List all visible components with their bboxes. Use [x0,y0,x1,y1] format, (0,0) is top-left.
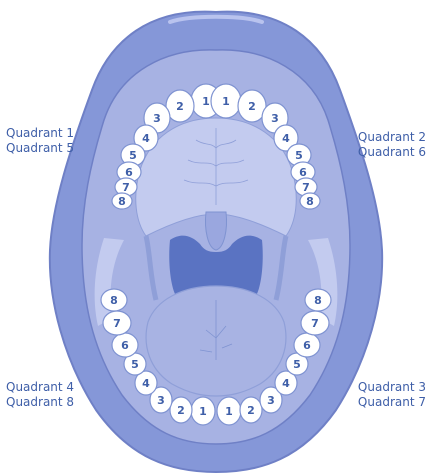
tooth-number: 6 [125,166,133,179]
tooth-number: 8 [110,294,118,307]
tooth-number: 2 [248,100,256,113]
tooth-number: 4 [282,377,290,390]
tooth-number: 5 [295,149,303,162]
tooth-number: 6 [303,339,311,352]
label-lower-right: Quadrant 3 Quadrant 7 [358,380,426,410]
tooth-number: 2 [176,100,184,113]
tooth-number: 5 [293,358,301,371]
tooth-number: 2 [177,404,185,417]
quadrant-label: Quadrant 5 [6,141,74,156]
tooth-number: 7 [302,181,310,194]
tooth-number: 8 [306,195,314,208]
quadrant-label: Quadrant 1 [6,126,74,141]
tooth-number: 1 [202,95,210,108]
tooth-number: 6 [299,166,307,179]
quadrant-label: Quadrant 4 [6,380,74,395]
quadrant-label: Quadrant 8 [6,395,74,410]
tooth-number: 1 [222,95,230,108]
tooth-number: 4 [142,132,150,145]
quadrant-label: Quadrant 2 [358,130,426,145]
label-upper-left: Quadrant 1 Quadrant 5 [6,126,74,156]
label-lower-left: Quadrant 4 Quadrant 8 [6,380,74,410]
quadrant-label: Quadrant 6 [358,145,426,160]
tooth-number: 3 [157,394,165,407]
tooth-number: 7 [311,317,319,330]
tooth-number: 6 [121,339,129,352]
tooth-number: 4 [282,132,290,145]
tooth-number: 4 [142,377,150,390]
tooth-number: 1 [225,405,233,418]
tooth-number: 7 [122,181,130,194]
tooth-number: 3 [267,394,275,407]
tooth-number: 2 [247,404,255,417]
tooth-number: 5 [131,358,139,371]
tooth-number: 1 [199,405,207,418]
tooth-number: 5 [129,149,137,162]
quadrant-label: Quadrant 3 [358,380,426,395]
label-upper-right: Quadrant 2 Quadrant 6 [358,130,426,160]
tooth-number: 8 [118,195,126,208]
tooth-number: 8 [314,294,322,307]
quadrant-label: Quadrant 7 [358,395,426,410]
tooth-number: 3 [153,112,161,125]
tooth-number: 3 [271,112,279,125]
tooth-number: 7 [113,317,121,330]
